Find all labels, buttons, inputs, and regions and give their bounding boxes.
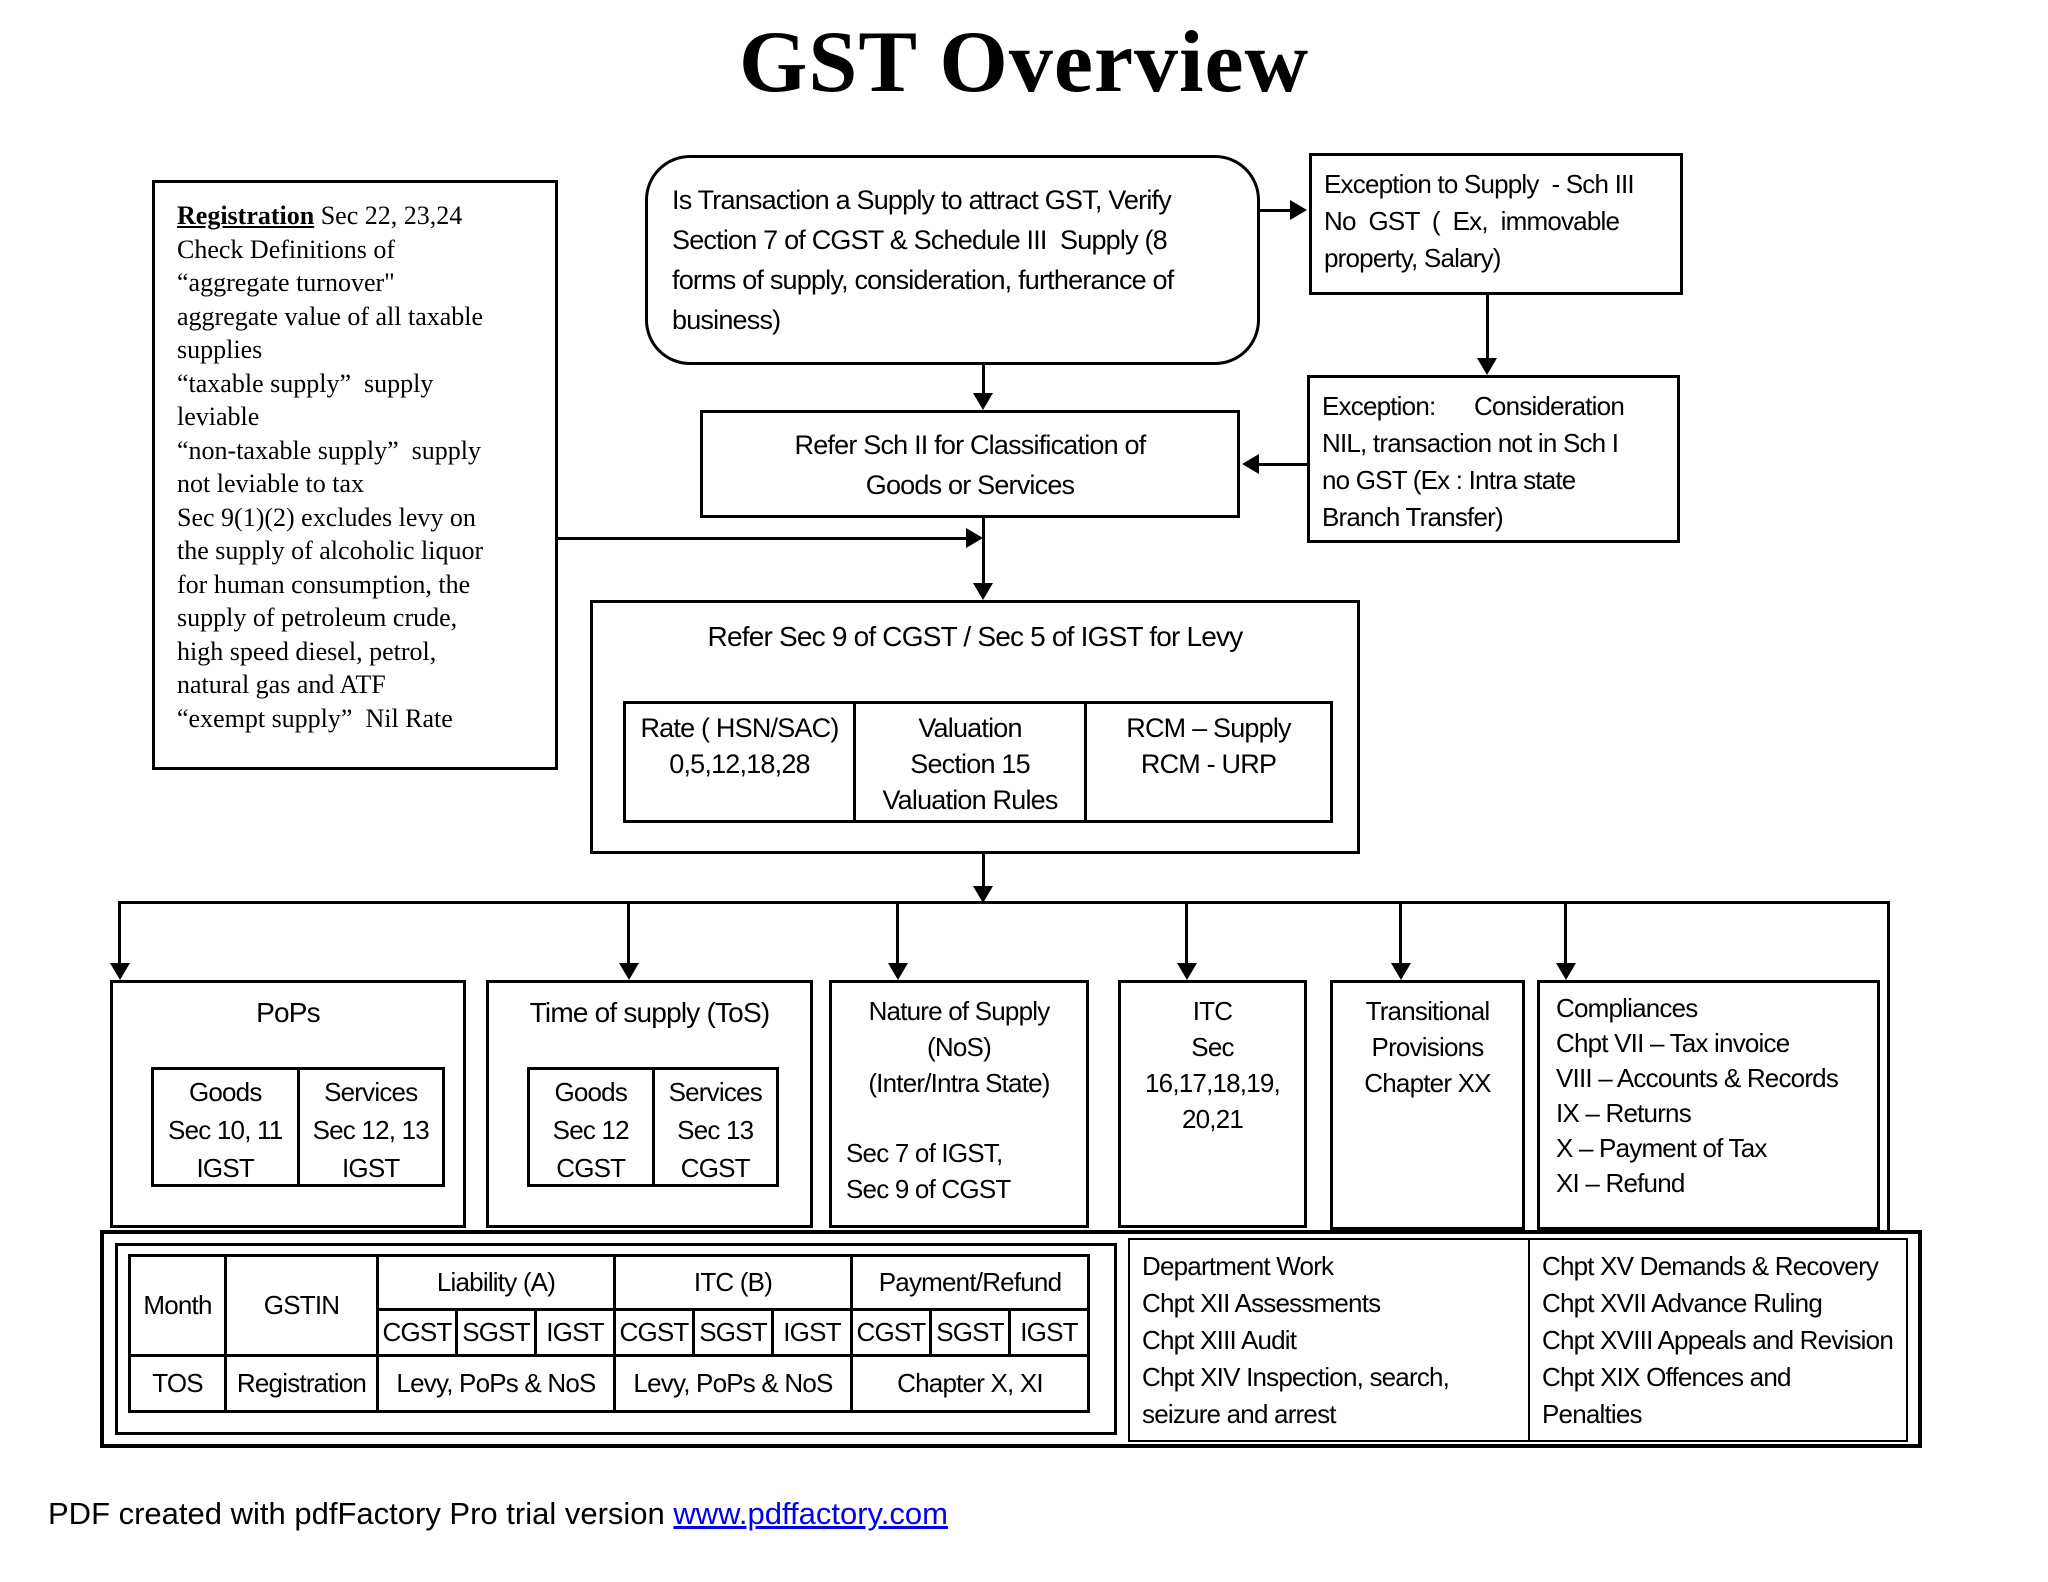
registration-heading-suffix: Sec 22, 23,24 <box>314 201 463 230</box>
pops-goods-cell: Goods Sec 10, 11 IGST <box>168 1077 283 1183</box>
connector-supply-to-classification-line <box>982 365 985 396</box>
connector-classification-to-levy-line <box>982 518 985 584</box>
col-header-month: Month <box>128 1254 227 1357</box>
arrowhead-registration-join <box>966 528 983 548</box>
subcol-igst: IGST <box>534 1308 616 1357</box>
compliances-box: Compliances Chpt VII – Tax invoice VIII … <box>1537 980 1880 1230</box>
group-header-itc: ITC (B) <box>613 1254 853 1311</box>
row-cell-itc: Levy, PoPs & NoS <box>613 1354 853 1413</box>
subcol-cgst: CGST <box>613 1308 695 1357</box>
tos-title: Time of supply (ToS) <box>529 997 771 1028</box>
page-title: GST Overview <box>738 14 1310 111</box>
pops-box: PoPs Goods Sec 10, 11 IGST Services Sec … <box>110 980 466 1228</box>
subcol-sgst: SGST <box>692 1308 774 1357</box>
levy-inner-table: Rate ( HSN/SAC) 0,5,12,18,28 Valuation S… <box>623 701 1333 823</box>
pops-services-cell: Services Sec 12, 13 IGST <box>296 1070 443 1184</box>
department-right-column: Chpt XV Demands & Recovery Chpt XVII Adv… <box>1542 1251 1894 1429</box>
exception-sch3-box: Exception to Supply - Sch III No GST ( E… <box>1309 153 1683 295</box>
connector-supply-to-exception-line <box>1258 209 1292 212</box>
nos-head: Nature of Supply (NoS) (Inter/Intra Stat… <box>868 996 1050 1098</box>
exception-consideration-box: Exception: Consideration NIL, transactio… <box>1307 375 1680 543</box>
group-header-liability: Liability (A) <box>376 1254 616 1311</box>
registration-body: Check Definitions of “aggregate turnover… <box>177 234 484 733</box>
subcol-igst: IGST <box>771 1308 853 1357</box>
row-cell-registration: Registration <box>224 1354 379 1413</box>
supply-question-box: Is Transaction a Supply to attract GST, … <box>645 155 1260 365</box>
col-header-gstin: GSTIN <box>224 1254 379 1357</box>
subcol-sgst: SGST <box>929 1308 1011 1357</box>
tos-inner-table: Goods Sec 12 CGST Services Sec 13 CGST <box>527 1067 779 1187</box>
department-panel: Department Work Chpt XII Assessments Chp… <box>1128 1238 1908 1442</box>
footer: PDF created with pdfFactory Pro trial ve… <box>48 1496 948 1532</box>
arrowhead-into-itc <box>1177 963 1197 980</box>
branch-horizontal-line <box>118 901 1890 904</box>
transitional-box: Transitional Provisions Chapter XX <box>1330 980 1525 1230</box>
drop-line-tos <box>627 901 630 964</box>
itc-box: ITC Sec 16,17,18,19, 20,21 <box>1118 980 1307 1228</box>
tos-goods-cell: Goods Sec 12 CGST <box>552 1077 630 1183</box>
itc-text: ITC Sec 16,17,18,19, 20,21 <box>1145 996 1281 1134</box>
levy-cell-valuation: Valuation Section 15 Valuation Rules <box>853 704 1084 820</box>
nos-sections: Sec 7 of IGST, Sec 9 of CGST <box>846 1138 1011 1204</box>
registration-heading-line: Registration Sec 22, 23,24 <box>177 199 537 233</box>
arrowhead-into-classification-right <box>1242 454 1259 474</box>
levy-cell-rcm: RCM – Supply RCM - URP <box>1084 704 1330 820</box>
pops-title: PoPs <box>256 997 321 1028</box>
connector-exception-down-line <box>1486 295 1489 360</box>
arrowhead-into-pops <box>110 963 130 980</box>
row-cell-payment: Chapter X, XI <box>850 1354 1090 1413</box>
connector-exception-to-classification-line <box>1259 463 1307 466</box>
group-header-payment: Payment/Refund <box>850 1254 1090 1311</box>
arrowhead-into-tos <box>619 963 639 980</box>
row-cell-liability: Levy, PoPs & NoS <box>376 1354 616 1413</box>
arrowhead-into-compliances <box>1556 963 1576 980</box>
transitional-text: Transitional Provisions Chapter XX <box>1364 996 1491 1098</box>
registration-box: Registration Sec 22, 23,24 Check Definit… <box>152 180 558 770</box>
pops-inner-table: Goods Sec 10, 11 IGST Services Sec 12, 1… <box>151 1067 445 1187</box>
department-left-column: Department Work Chpt XII Assessments Chp… <box>1130 1240 1530 1440</box>
subcol-cgst: CGST <box>850 1308 932 1357</box>
arrowhead-into-nos <box>888 963 908 980</box>
drop-line-nos <box>896 901 899 964</box>
drop-line-pops <box>118 901 121 964</box>
monthly-table: Month GSTIN Liability (A) ITC (B) Paymen… <box>128 1254 1090 1413</box>
footer-link[interactable]: www.pdffactory.com <box>673 1496 948 1531</box>
tos-box: Time of supply (ToS) Goods Sec 12 CGST S… <box>486 980 813 1228</box>
row-cell-tos: TOS <box>128 1354 227 1413</box>
compliances-text: Compliances Chpt VII – Tax invoice VIII … <box>1556 993 1839 1198</box>
classification-box: Refer Sch II for Classification of Goods… <box>700 410 1240 518</box>
arrowhead-into-levy-top <box>973 583 993 600</box>
subcol-igst: IGST <box>1008 1308 1090 1357</box>
subcol-cgst: CGST <box>376 1308 458 1357</box>
arrowhead-into-classification-top <box>973 393 993 410</box>
arrowhead-into-exception-consideration <box>1477 358 1497 375</box>
drop-line-itc <box>1185 901 1188 964</box>
branch-right-drop-line <box>1887 901 1890 1232</box>
footer-text: PDF created with pdfFactory Pro trial ve… <box>48 1496 674 1531</box>
monthly-table-container: Month GSTIN Liability (A) ITC (B) Paymen… <box>115 1243 1117 1435</box>
levy-box: Refer Sec 9 of CGST / Sec 5 of IGST for … <box>590 600 1360 854</box>
connector-registration-line <box>558 537 966 540</box>
arrowhead-onto-branch <box>973 886 993 903</box>
subcol-sgst: SGST <box>455 1308 537 1357</box>
levy-box-title: Refer Sec 9 of CGST / Sec 5 of IGST for … <box>707 621 1244 652</box>
registration-heading: Registration <box>177 201 315 230</box>
tos-services-cell: Services Sec 13 CGST <box>651 1070 777 1184</box>
drop-line-transitional <box>1399 901 1402 964</box>
connector-levy-to-branch-line <box>982 854 985 888</box>
levy-cell-rate: Rate ( HSN/SAC) 0,5,12,18,28 <box>640 713 839 779</box>
arrowhead-into-exception-sch3 <box>1290 200 1307 220</box>
arrowhead-into-transitional <box>1391 963 1411 980</box>
drop-line-compliances <box>1564 901 1567 964</box>
nos-box: Nature of Supply (NoS) (Inter/Intra Stat… <box>829 980 1089 1228</box>
